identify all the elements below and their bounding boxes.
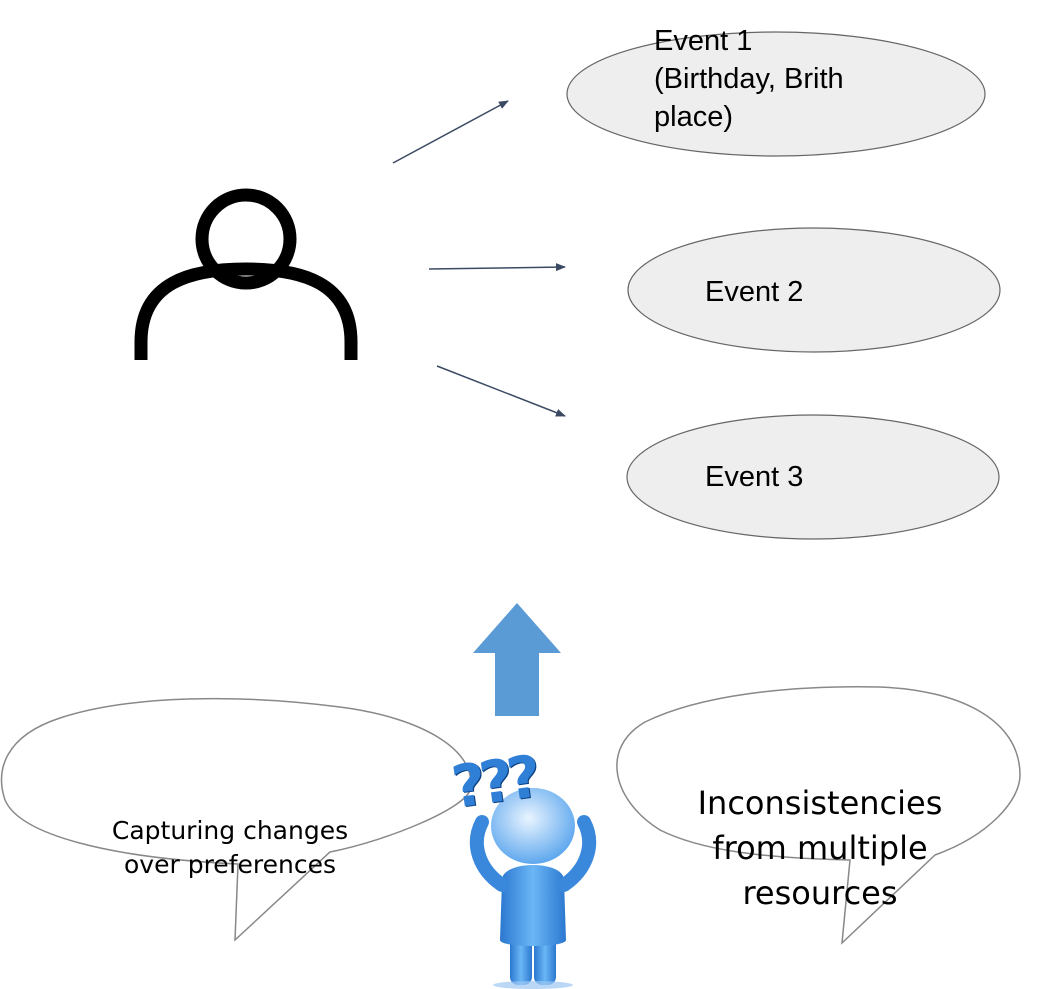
event-1-line-3: place) xyxy=(654,101,733,133)
right-bubble-text: Inconsistencies from multiple resources xyxy=(660,781,980,916)
arrow-to-event-3 xyxy=(436,365,566,417)
right-bubble-line-1: Inconsistencies xyxy=(697,784,943,822)
confused-figure xyxy=(469,788,597,989)
left-bubble-line-1: Capturing changes xyxy=(111,816,349,845)
event-3-ellipse xyxy=(626,414,1000,540)
event-1-ellipse xyxy=(566,31,986,157)
right-bubble-line-2: from multiple xyxy=(712,829,928,867)
right-bubble-line-3: resources xyxy=(742,874,898,912)
right-speech-bubble xyxy=(616,686,1021,945)
event-2-ellipse xyxy=(627,227,1001,353)
event-3-label: Event 3 xyxy=(705,458,803,496)
left-bubble-line-2: over preferences xyxy=(124,850,336,879)
event-1-label: Event 1 (Birthday, Brith place) xyxy=(654,22,844,136)
event-2-label: Event 2 xyxy=(705,273,803,311)
event-1-line-1: Event 1 xyxy=(654,25,753,57)
event-2-line-1: Event 2 xyxy=(705,276,804,308)
arrow-to-event-2 xyxy=(428,263,566,272)
question-marks: ??? xyxy=(447,742,540,822)
up-arrow xyxy=(473,603,561,716)
person-icon xyxy=(134,188,358,360)
left-speech-bubble xyxy=(0,697,472,942)
arrow-to-event-1 xyxy=(392,100,509,164)
event-3-line-1: Event 3 xyxy=(705,461,804,493)
event-1-line-2: (Birthday, Brith xyxy=(654,63,844,95)
left-bubble-text: Capturing changes over preferences xyxy=(60,814,400,882)
